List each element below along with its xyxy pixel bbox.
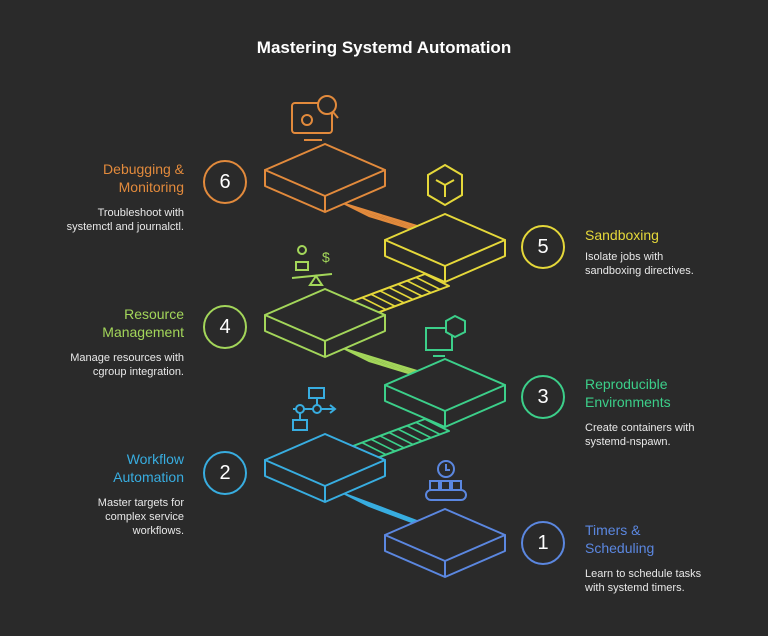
stair-step <box>353 351 379 365</box>
stair-step <box>389 362 415 376</box>
step-title: Sandboxing <box>585 227 659 243</box>
platform-top <box>384 358 506 412</box>
platform-top <box>384 213 506 267</box>
stair-step <box>371 211 397 225</box>
step-4-number: 4 <box>203 305 247 349</box>
conveyor-box <box>429 480 440 491</box>
platform-top <box>384 508 506 562</box>
cube-icon <box>445 314 466 339</box>
stair-step <box>380 506 406 521</box>
stair-step <box>379 435 405 449</box>
bug-monitor-search-icon <box>291 102 333 134</box>
conveyor-belt <box>425 489 467 501</box>
stair-step <box>415 276 441 291</box>
flowchart-box <box>292 419 308 431</box>
stair-step <box>388 286 414 301</box>
stair-step <box>380 359 406 373</box>
search-icon <box>317 95 337 115</box>
stair-step <box>371 356 397 370</box>
flowchart-node <box>312 404 322 414</box>
conveyor-box <box>440 480 451 491</box>
bug-icon <box>301 114 313 126</box>
step-5-number: 5 <box>521 225 565 269</box>
stair-step <box>406 280 432 294</box>
stair-step <box>370 293 396 307</box>
dollar-icon: $ <box>322 249 330 265</box>
platform-top <box>264 143 386 197</box>
stair-step <box>397 283 423 297</box>
stair-step <box>361 296 387 311</box>
stair-step <box>371 503 397 517</box>
stair-step <box>370 438 396 452</box>
stair-step <box>379 290 405 304</box>
person-scale-dollar-icon <box>297 245 307 255</box>
stair-step <box>353 496 379 511</box>
platform-top <box>264 288 386 342</box>
flowchart-node <box>295 404 305 414</box>
conveyor-box <box>451 480 462 491</box>
clock-conveyor-icon <box>437 460 455 478</box>
platform-top <box>264 433 386 487</box>
step-1-number: 1 <box>521 521 565 565</box>
stair-step <box>389 510 415 524</box>
stair-step <box>380 214 406 228</box>
stair-step <box>361 441 387 456</box>
stair-step <box>353 206 379 220</box>
stair-step <box>415 421 441 436</box>
step-2-number: 2 <box>203 451 247 495</box>
cube-inner <box>435 179 455 197</box>
flowchart-icon <box>308 387 325 399</box>
scale-icon <box>291 261 333 286</box>
stair-step <box>389 217 415 231</box>
stair-step <box>362 500 388 514</box>
stair-step <box>406 425 432 439</box>
stair-step <box>388 431 414 446</box>
step-6-number: 6 <box>203 160 247 204</box>
step-3-number: 3 <box>521 375 565 419</box>
stair-step <box>362 208 388 223</box>
stair-step <box>362 353 388 368</box>
step-1-label: Timers &Scheduling Learn to schedule tas… <box>585 521 768 595</box>
monitor-cube-icon <box>425 327 453 351</box>
step-title: Timers &Scheduling <box>585 522 655 556</box>
search-handle <box>332 111 339 119</box>
stair-step <box>397 428 423 442</box>
step-title: Debugging &Monitoring <box>103 161 184 195</box>
clock-hands <box>445 464 450 471</box>
sandbox-cube-icon <box>427 163 463 207</box>
diagram-title: Mastering Systemd Automation <box>256 38 512 57</box>
